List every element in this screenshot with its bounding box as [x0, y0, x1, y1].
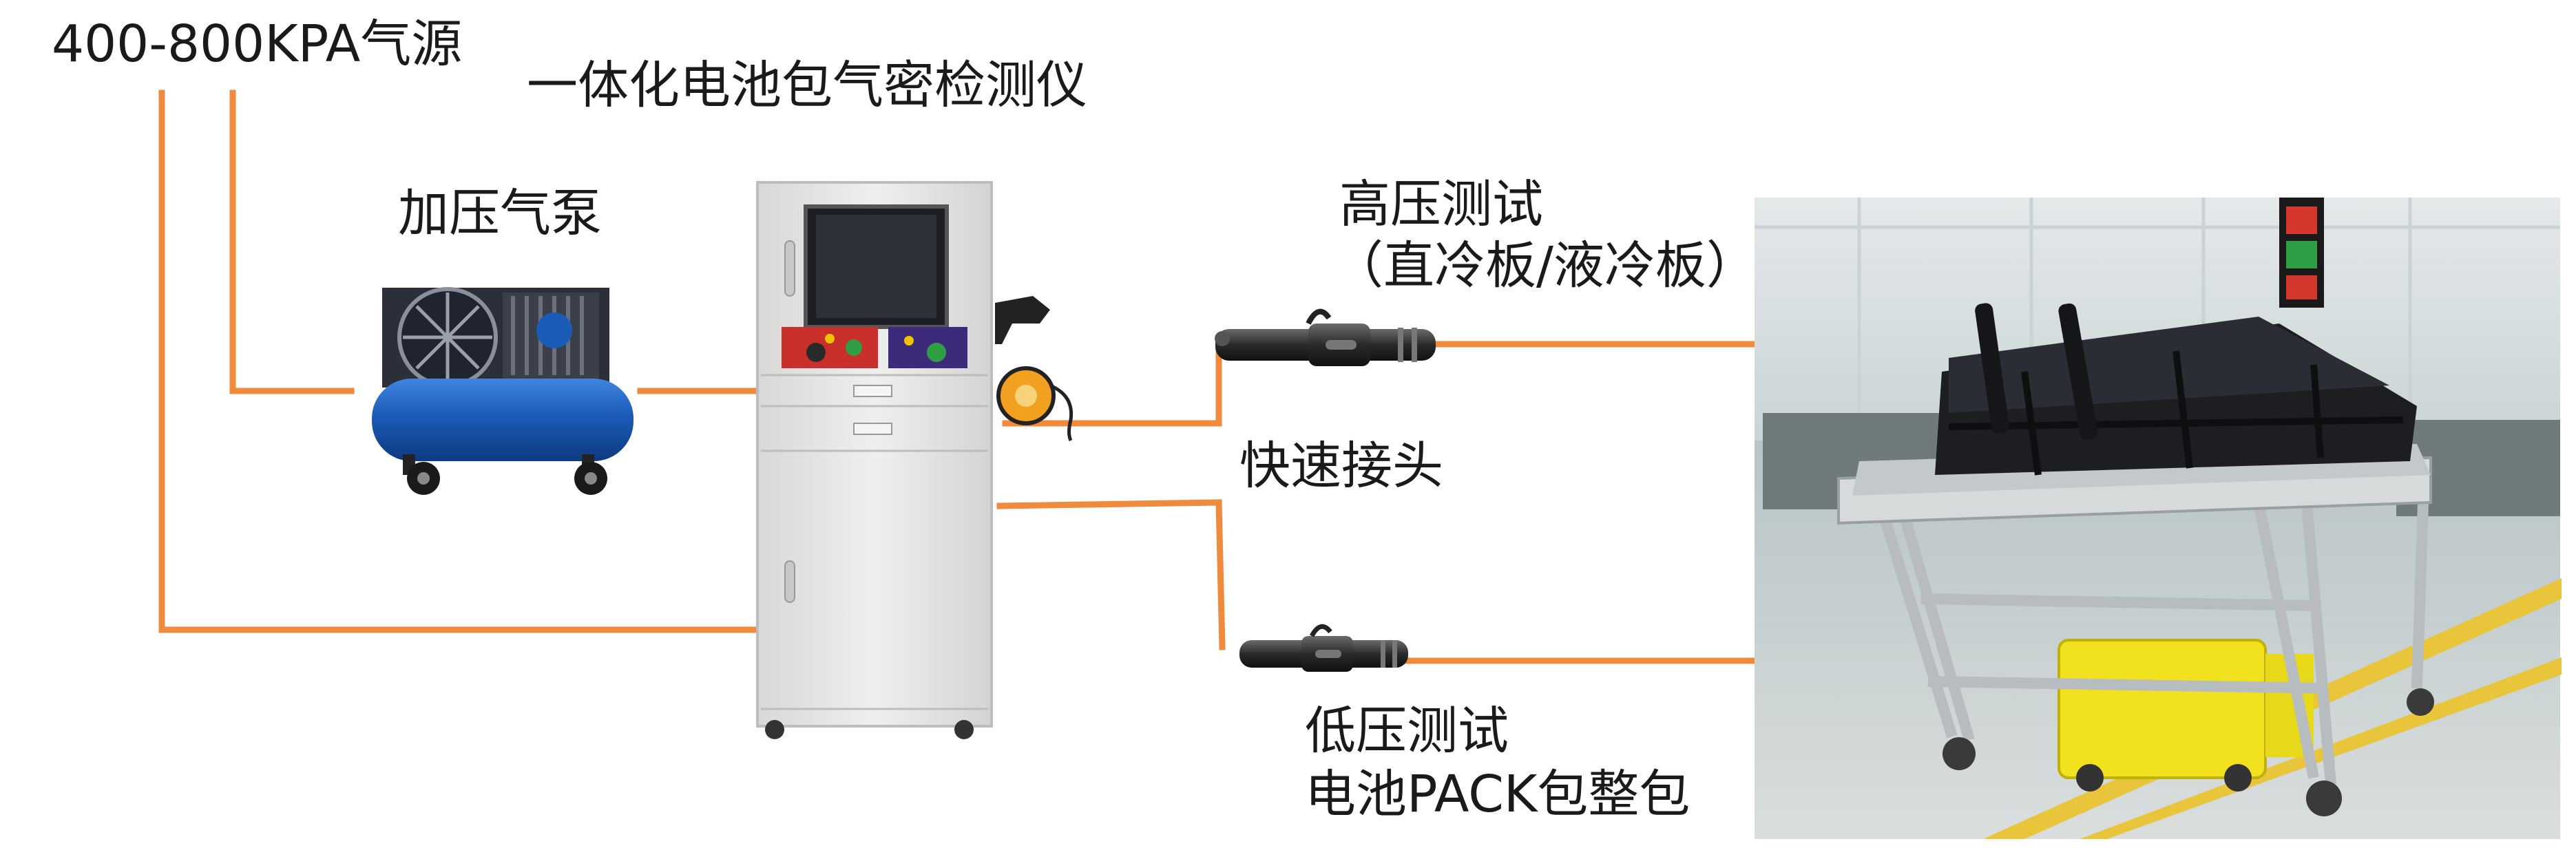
pipe-source-to-pump: [229, 89, 355, 394]
booster-pump-label: 加压气泵: [398, 184, 602, 243]
battery-pack-photo: [1755, 198, 2562, 839]
high-pressure-sublabel: （直冷板/液冷板）: [1332, 236, 1757, 295]
pipe-source-to-instrument: [158, 89, 757, 633]
low-pressure-probe-image: [1239, 624, 1408, 672]
high-pressure-probe-image: [1215, 308, 1436, 366]
pipes: [158, 89, 1756, 664]
quick-connector-label: 快速接头: [1239, 436, 1443, 496]
low-pressure-label: 低压测试: [1305, 701, 1509, 761]
pipe-instrument-to-low-probe: [996, 499, 1226, 650]
pipe-instrument-to-high-probe: [1002, 341, 1222, 427]
high-pressure-label: 高压测试: [1339, 175, 1543, 234]
air-source-label: 400-800KPA气源: [52, 14, 463, 74]
low-pressure-sublabel: 电池PACK包整包: [1305, 765, 1690, 824]
instrument-cabinet-image: [756, 181, 1074, 739]
booster-pump-image: [372, 287, 633, 495]
instrument-label: 一体化电池包气密检测仪: [527, 56, 1087, 115]
